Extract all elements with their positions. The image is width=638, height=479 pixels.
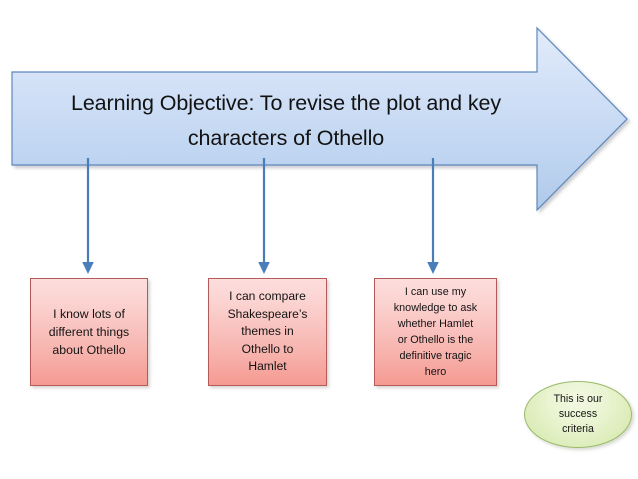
banner-arrow-shape: [11, 26, 628, 212]
criterion-box-3-text: I can use my knowledge to ask whether Ha…: [393, 286, 478, 378]
criterion-box-1-text: I know lots of different things about Ot…: [48, 307, 130, 357]
learning-objective-banner[interactable]: Learning Objective: To revise the plot a…: [10, 26, 630, 212]
criterion-box-3[interactable]: I can use my knowledge to ask whether Ha…: [374, 278, 497, 386]
criterion-box-1[interactable]: I know lots of different things about Ot…: [30, 278, 148, 386]
connector-to-criterion-1: [80, 158, 96, 278]
criterion-box-2[interactable]: I can compare Shakespeare’s themes in Ot…: [208, 278, 327, 386]
connector-to-criterion-2: [256, 158, 272, 278]
success-criteria-text: This is our success criteria: [553, 393, 603, 435]
connector-to-criterion-3: [425, 158, 441, 278]
criterion-box-2-text: I can compare Shakespeare’s themes in Ot…: [227, 289, 308, 374]
success-criteria-callout[interactable]: This is our success criteria: [524, 381, 632, 448]
banner-title: Learning Objective: To revise the plot a…: [70, 91, 502, 150]
